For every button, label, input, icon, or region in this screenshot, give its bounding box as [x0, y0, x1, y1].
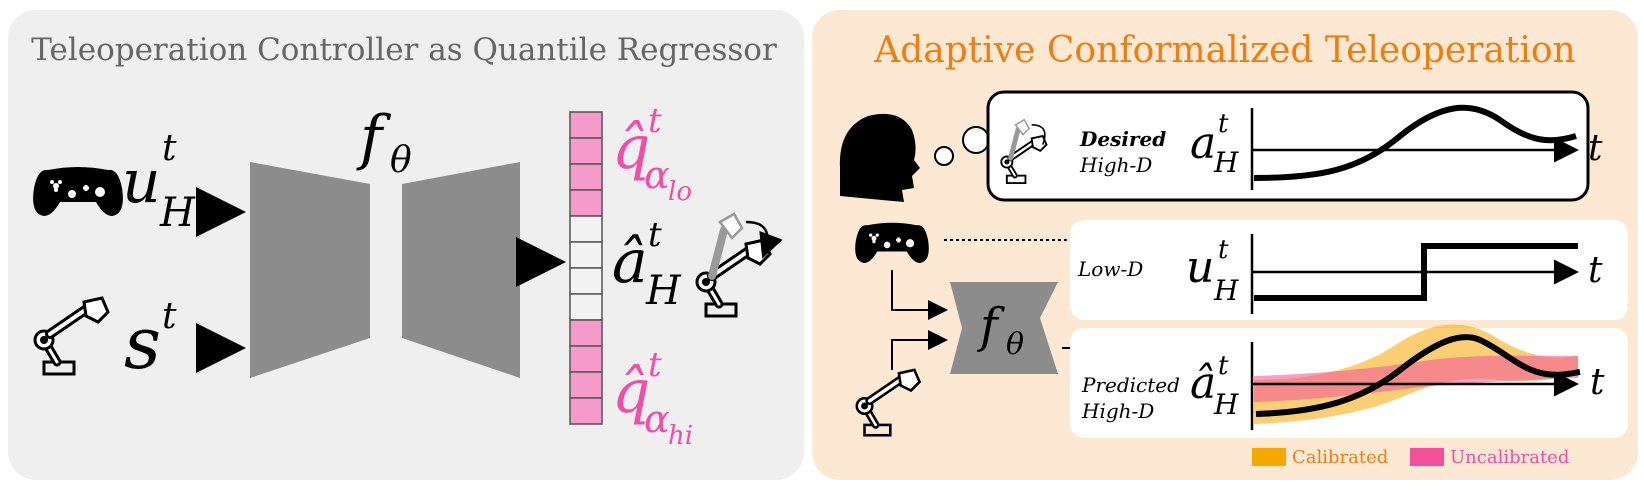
robot-arm-icon	[697, 212, 783, 316]
q-lo-superscript: t	[648, 101, 662, 141]
predicted-time-label: t	[1590, 362, 1605, 403]
predicted-trajectory	[1255, 334, 1581, 417]
legend-swatch-calibrated	[1252, 448, 1286, 466]
desired-subscript: H	[1213, 146, 1239, 179]
a-hat-symbol: â	[612, 227, 648, 297]
model-theta: θ	[390, 140, 412, 181]
legend-label-uncalibrated: Uncalibrated	[1450, 447, 1569, 468]
desired-symbol: a	[1190, 118, 1216, 169]
legend-label-calibrated: Calibrated	[1292, 447, 1388, 468]
desired-time-label: t	[1588, 128, 1603, 169]
lowd-time-label: t	[1588, 250, 1603, 291]
robot-to-model-arrow	[891, 330, 948, 370]
legend-swatch-uncalibrated	[1410, 448, 1444, 466]
desired-label: Desired	[1079, 127, 1166, 151]
quantile-vector	[569, 111, 603, 425]
human-head-icon	[839, 113, 920, 202]
q-lo-subsubscript: lo	[668, 177, 692, 207]
desired-superscript: t	[1218, 109, 1229, 139]
lowd-step-signal	[1254, 243, 1578, 301]
decoder-block	[402, 162, 520, 378]
desired-sublabel: High-D	[1079, 153, 1152, 177]
lowd-label: Low-D	[1077, 257, 1143, 281]
predicted-superscript: t	[1218, 351, 1229, 381]
right-model-theta: θ	[1006, 327, 1024, 362]
right-panel: Adaptive Conformalized Teleoperation Des…	[812, 10, 1638, 480]
lowd-row-card	[1070, 220, 1628, 320]
lowd-superscript: t	[1218, 235, 1229, 265]
q-lo-symbol: q̂	[612, 113, 650, 183]
q-hi-symbol: q̂	[612, 357, 650, 427]
q-hi-subscript: α	[644, 397, 670, 441]
gamepad-to-model-arrow	[891, 270, 948, 320]
q-lo-subscript: α	[644, 153, 670, 197]
u-superscript: t	[162, 128, 177, 169]
robot-arm-icon	[1001, 118, 1046, 183]
right-panel-title: Adaptive Conformalized Teleoperation	[873, 30, 1576, 71]
desired-row-card	[986, 90, 1590, 202]
model-block	[950, 282, 1058, 374]
s-superscript: t	[162, 296, 177, 337]
q-hi-subsubscript: hi	[668, 421, 693, 451]
thought-bubble-icon	[962, 126, 990, 154]
left-panel-title: Teleoperation Controller as Quantile Reg…	[31, 32, 777, 68]
thought-bubble-icon	[934, 146, 954, 166]
predicted-symbol: â	[1190, 358, 1216, 409]
a-hat-superscript: t	[648, 215, 662, 255]
predicted-sublabel: High-D	[1081, 399, 1154, 423]
legend: Calibrated Uncalibrated	[1252, 447, 1569, 468]
desired-trajectory	[1253, 104, 1577, 181]
q-hi-superscript: t	[648, 345, 662, 385]
u-subscript: H	[159, 190, 196, 236]
left-panel: Teleoperation Controller as Quantile Reg…	[8, 10, 804, 480]
u-symbol: u	[122, 147, 161, 217]
uncalibrated-band	[1254, 355, 1578, 402]
encoder-block	[250, 162, 370, 378]
a-hat-subscript: H	[645, 268, 682, 314]
lowd-symbol: u	[1186, 242, 1214, 293]
lowd-subscript: H	[1213, 274, 1239, 307]
s-symbol: s	[124, 301, 161, 385]
predicted-subscript: H	[1213, 388, 1239, 421]
predicted-label: Predicted	[1081, 373, 1180, 397]
